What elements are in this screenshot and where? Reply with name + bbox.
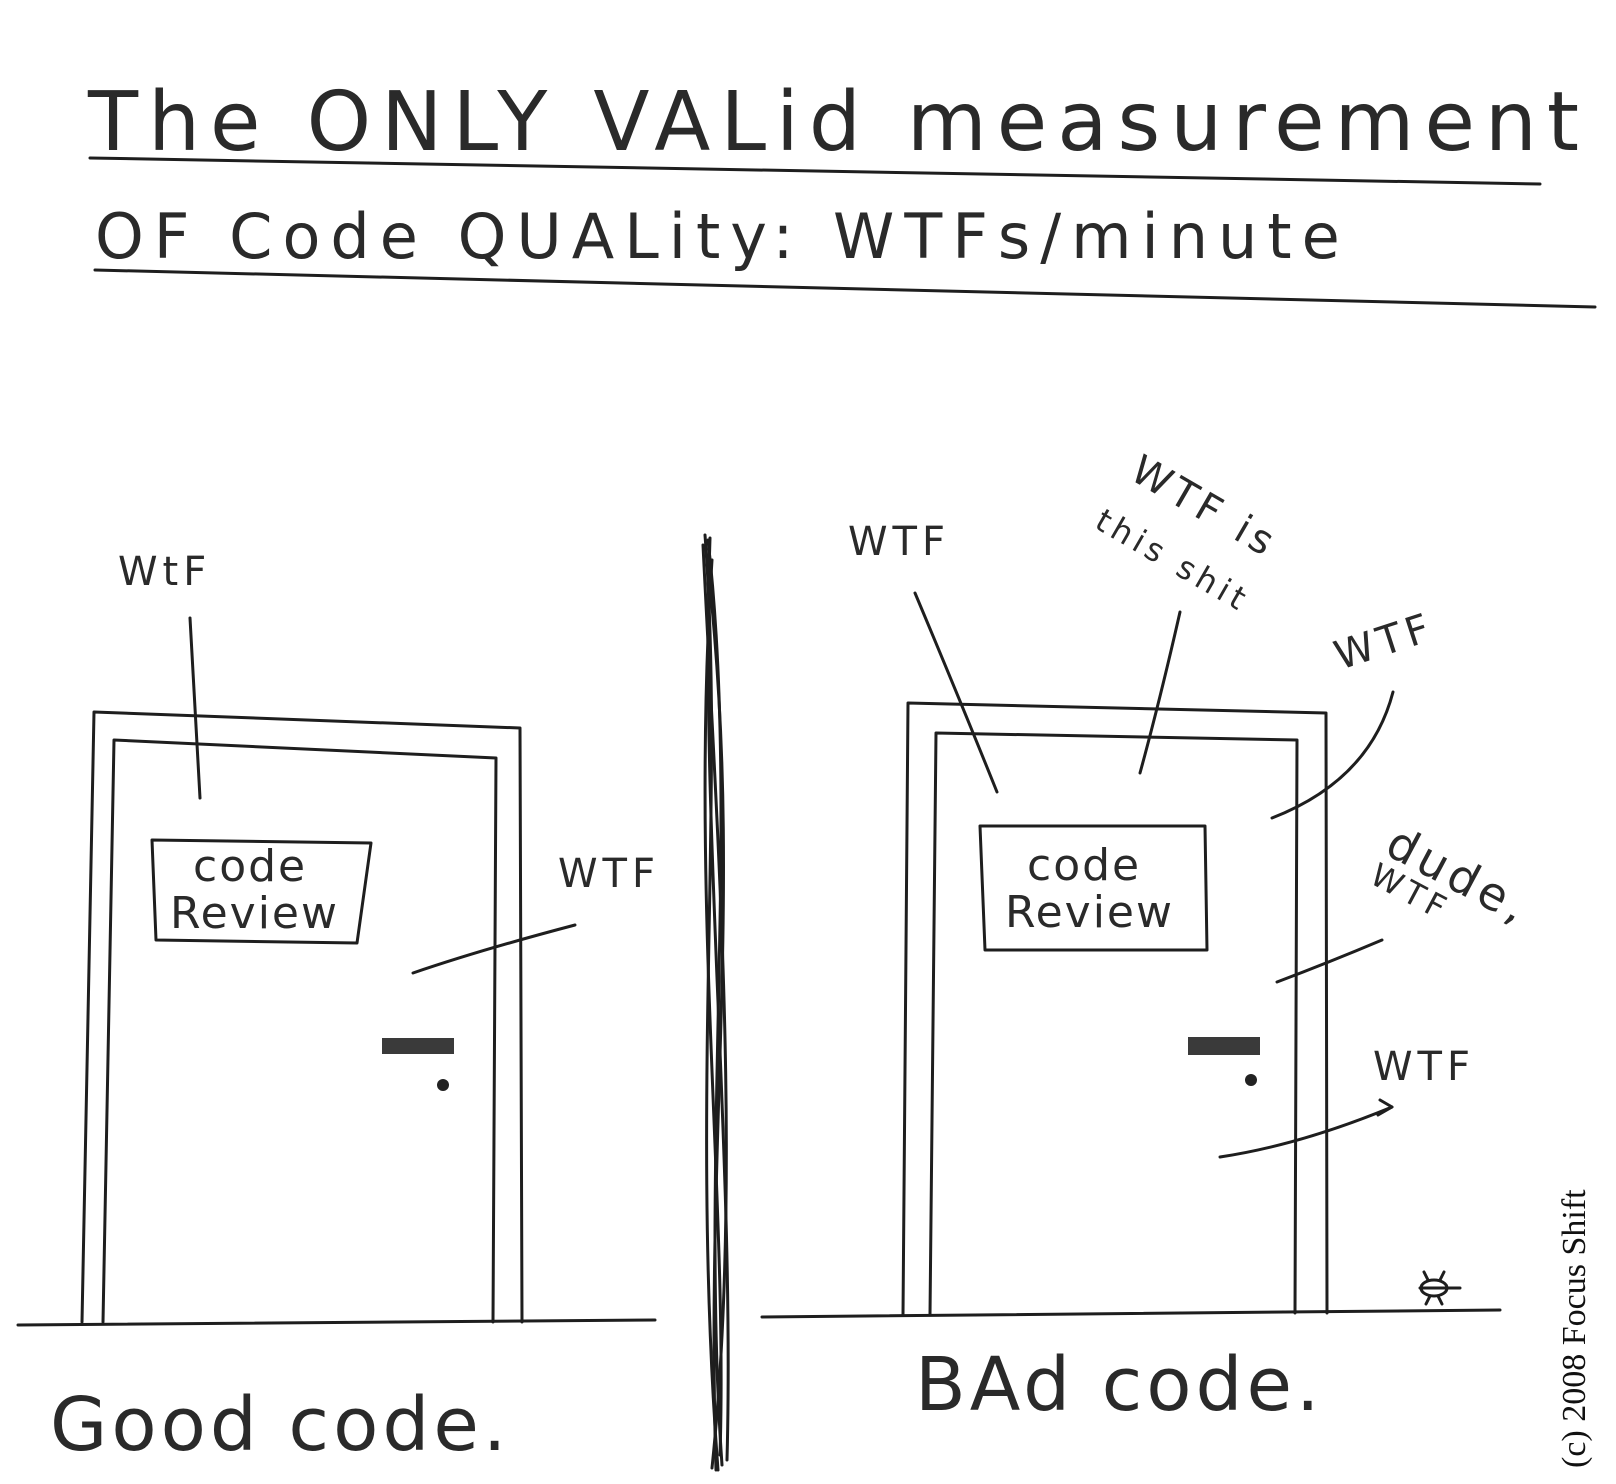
bad-code-panel: code Review WTF WTF is this shit WTF dud… — [760, 447, 1540, 1428]
right-wtf-label-3: WTF — [1329, 604, 1440, 679]
left-door-frame-outer — [80, 710, 524, 1324]
left-wtf-pointer-right — [411, 923, 577, 975]
right-door-handle — [1188, 1037, 1260, 1055]
left-wtf-label-right: WTF — [558, 851, 660, 897]
right-code-review-sign — [978, 824, 1209, 952]
right-sign-line-1: code — [1027, 840, 1141, 891]
left-floor-line — [16, 1318, 657, 1327]
right-wtf-pointer-4 — [1275, 938, 1384, 984]
good-code-panel: code Review WtF WTF Good code. — [16, 549, 660, 1468]
right-wtf-label-5: WTF — [1373, 1044, 1475, 1090]
copyright-notice: (c) 2008 Focus Shift — [1556, 1189, 1593, 1468]
right-floor-line — [760, 1308, 1502, 1319]
left-door-frame-inner — [101, 738, 498, 1324]
right-door-frame-outer — [901, 701, 1329, 1317]
left-keyhole — [437, 1079, 449, 1091]
title-line-2: OF Code QUALity: WTFs/minute — [95, 200, 1350, 273]
right-wtf-pointer-1 — [913, 591, 999, 794]
left-code-review-sign — [150, 838, 373, 945]
right-keyhole — [1245, 1074, 1257, 1086]
bad-code-caption: BAd code. — [915, 1342, 1324, 1428]
right-wtf-label-1: WTF — [848, 519, 950, 565]
right-wtf-arrowhead — [1376, 1098, 1394, 1117]
right-wtf-pointer-2 — [1138, 610, 1182, 775]
title-line-1: The ONLY VALid measurement — [87, 75, 1589, 170]
bug-doodle — [1418, 1270, 1462, 1306]
left-door-handle — [382, 1038, 454, 1054]
left-sign-line-1: code — [193, 841, 307, 892]
right-door-frame-inner — [928, 731, 1299, 1317]
left-wtf-pointer-top — [188, 616, 202, 800]
good-code-caption: Good code. — [50, 1382, 510, 1468]
left-wtf-label-top: WtF — [118, 549, 211, 595]
panel-divider-scribble — [701, 533, 730, 1472]
right-wtf-pointer-3 — [1270, 690, 1395, 820]
right-sign-line-2: Review — [1005, 887, 1174, 938]
right-wtf-pointer-5 — [1218, 1105, 1394, 1159]
title-underline-2 — [93, 268, 1597, 309]
left-sign-line-2: Review — [170, 888, 339, 939]
